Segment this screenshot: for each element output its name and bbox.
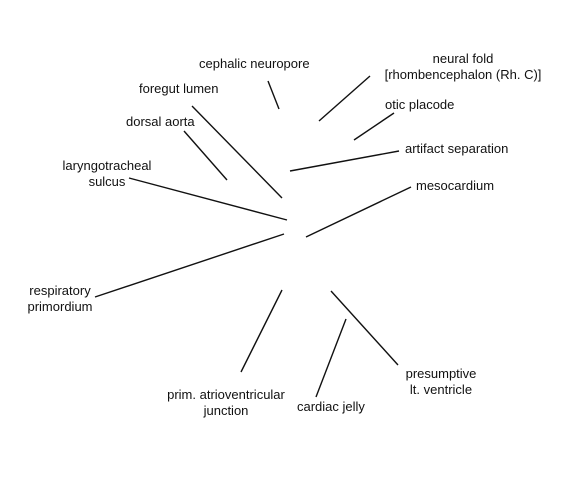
label-respiratory-primordium: respiratory primordium bbox=[20, 283, 100, 315]
leader-otic-placode bbox=[353, 112, 395, 141]
label-dorsal-aorta: dorsal aorta bbox=[126, 114, 195, 130]
label-cephalic-neuropore: cephalic neuropore bbox=[199, 56, 310, 72]
cardiac-jelly-text: cardiac jelly bbox=[297, 399, 365, 414]
leader-respiratory-primordium bbox=[94, 233, 285, 298]
label-prim-atrioventricular-junction: prim. atrioventricular junction bbox=[160, 387, 292, 419]
mesocardium-text: mesocardium bbox=[416, 178, 495, 193]
sulcus-text: sulcus bbox=[88, 174, 126, 189]
laryngotracheal-text: laryngotracheal bbox=[62, 158, 152, 173]
label-mesocardium: mesocardium bbox=[416, 178, 494, 194]
leader-cephalic-neuropore bbox=[267, 80, 280, 110]
artifact-separation-text: artifact separation bbox=[405, 141, 509, 156]
label-cardiac-jelly: cardiac jelly bbox=[297, 399, 365, 415]
label-laryngotracheal-sulcus: laryngotracheal sulcus bbox=[52, 158, 162, 190]
leader-artifact-separation bbox=[289, 150, 400, 172]
foregut-lumen-text: foregut lumen bbox=[139, 81, 219, 96]
primordium-text: primordium bbox=[27, 299, 93, 314]
dorsal-aorta-text: dorsal aorta bbox=[126, 114, 195, 129]
label-artifact-separation: artifact separation bbox=[405, 141, 508, 157]
prim-atrioventricular-text: prim. atrioventricular bbox=[167, 387, 285, 402]
label-otic-placode: otic placode bbox=[385, 97, 454, 113]
junction-text: junction bbox=[203, 403, 249, 418]
respiratory-text: respiratory bbox=[29, 283, 91, 298]
leader-presumptive-lt-ventricle bbox=[330, 290, 399, 366]
presumptive-text: presumptive bbox=[405, 366, 477, 381]
leader-prim-atrioventricular-junction bbox=[240, 289, 283, 373]
leader-laryngotracheal-sulcus bbox=[128, 177, 288, 221]
neural-fold-detail-text: [rhombencephalon (Rh. C)] bbox=[384, 67, 542, 82]
leader-neural-fold bbox=[318, 75, 371, 122]
label-neural-fold: neural fold [rhombencephalon (Rh. C)] bbox=[374, 51, 552, 83]
otic-placode-text: otic placode bbox=[385, 97, 455, 112]
lt-ventricle-text: lt. ventricle bbox=[409, 382, 473, 397]
leader-foregut-lumen bbox=[191, 105, 283, 199]
leader-mesocardium bbox=[305, 186, 412, 238]
label-foregut-lumen: foregut lumen bbox=[139, 81, 219, 97]
leader-cardiac-jelly bbox=[315, 318, 347, 398]
cephalic-neuropore-text: cephalic neuropore bbox=[199, 56, 310, 71]
neural-fold-text: neural fold bbox=[432, 51, 494, 66]
leader-dorsal-aorta bbox=[183, 130, 228, 181]
label-presumptive-lt-ventricle: presumptive lt. ventricle bbox=[393, 366, 489, 398]
